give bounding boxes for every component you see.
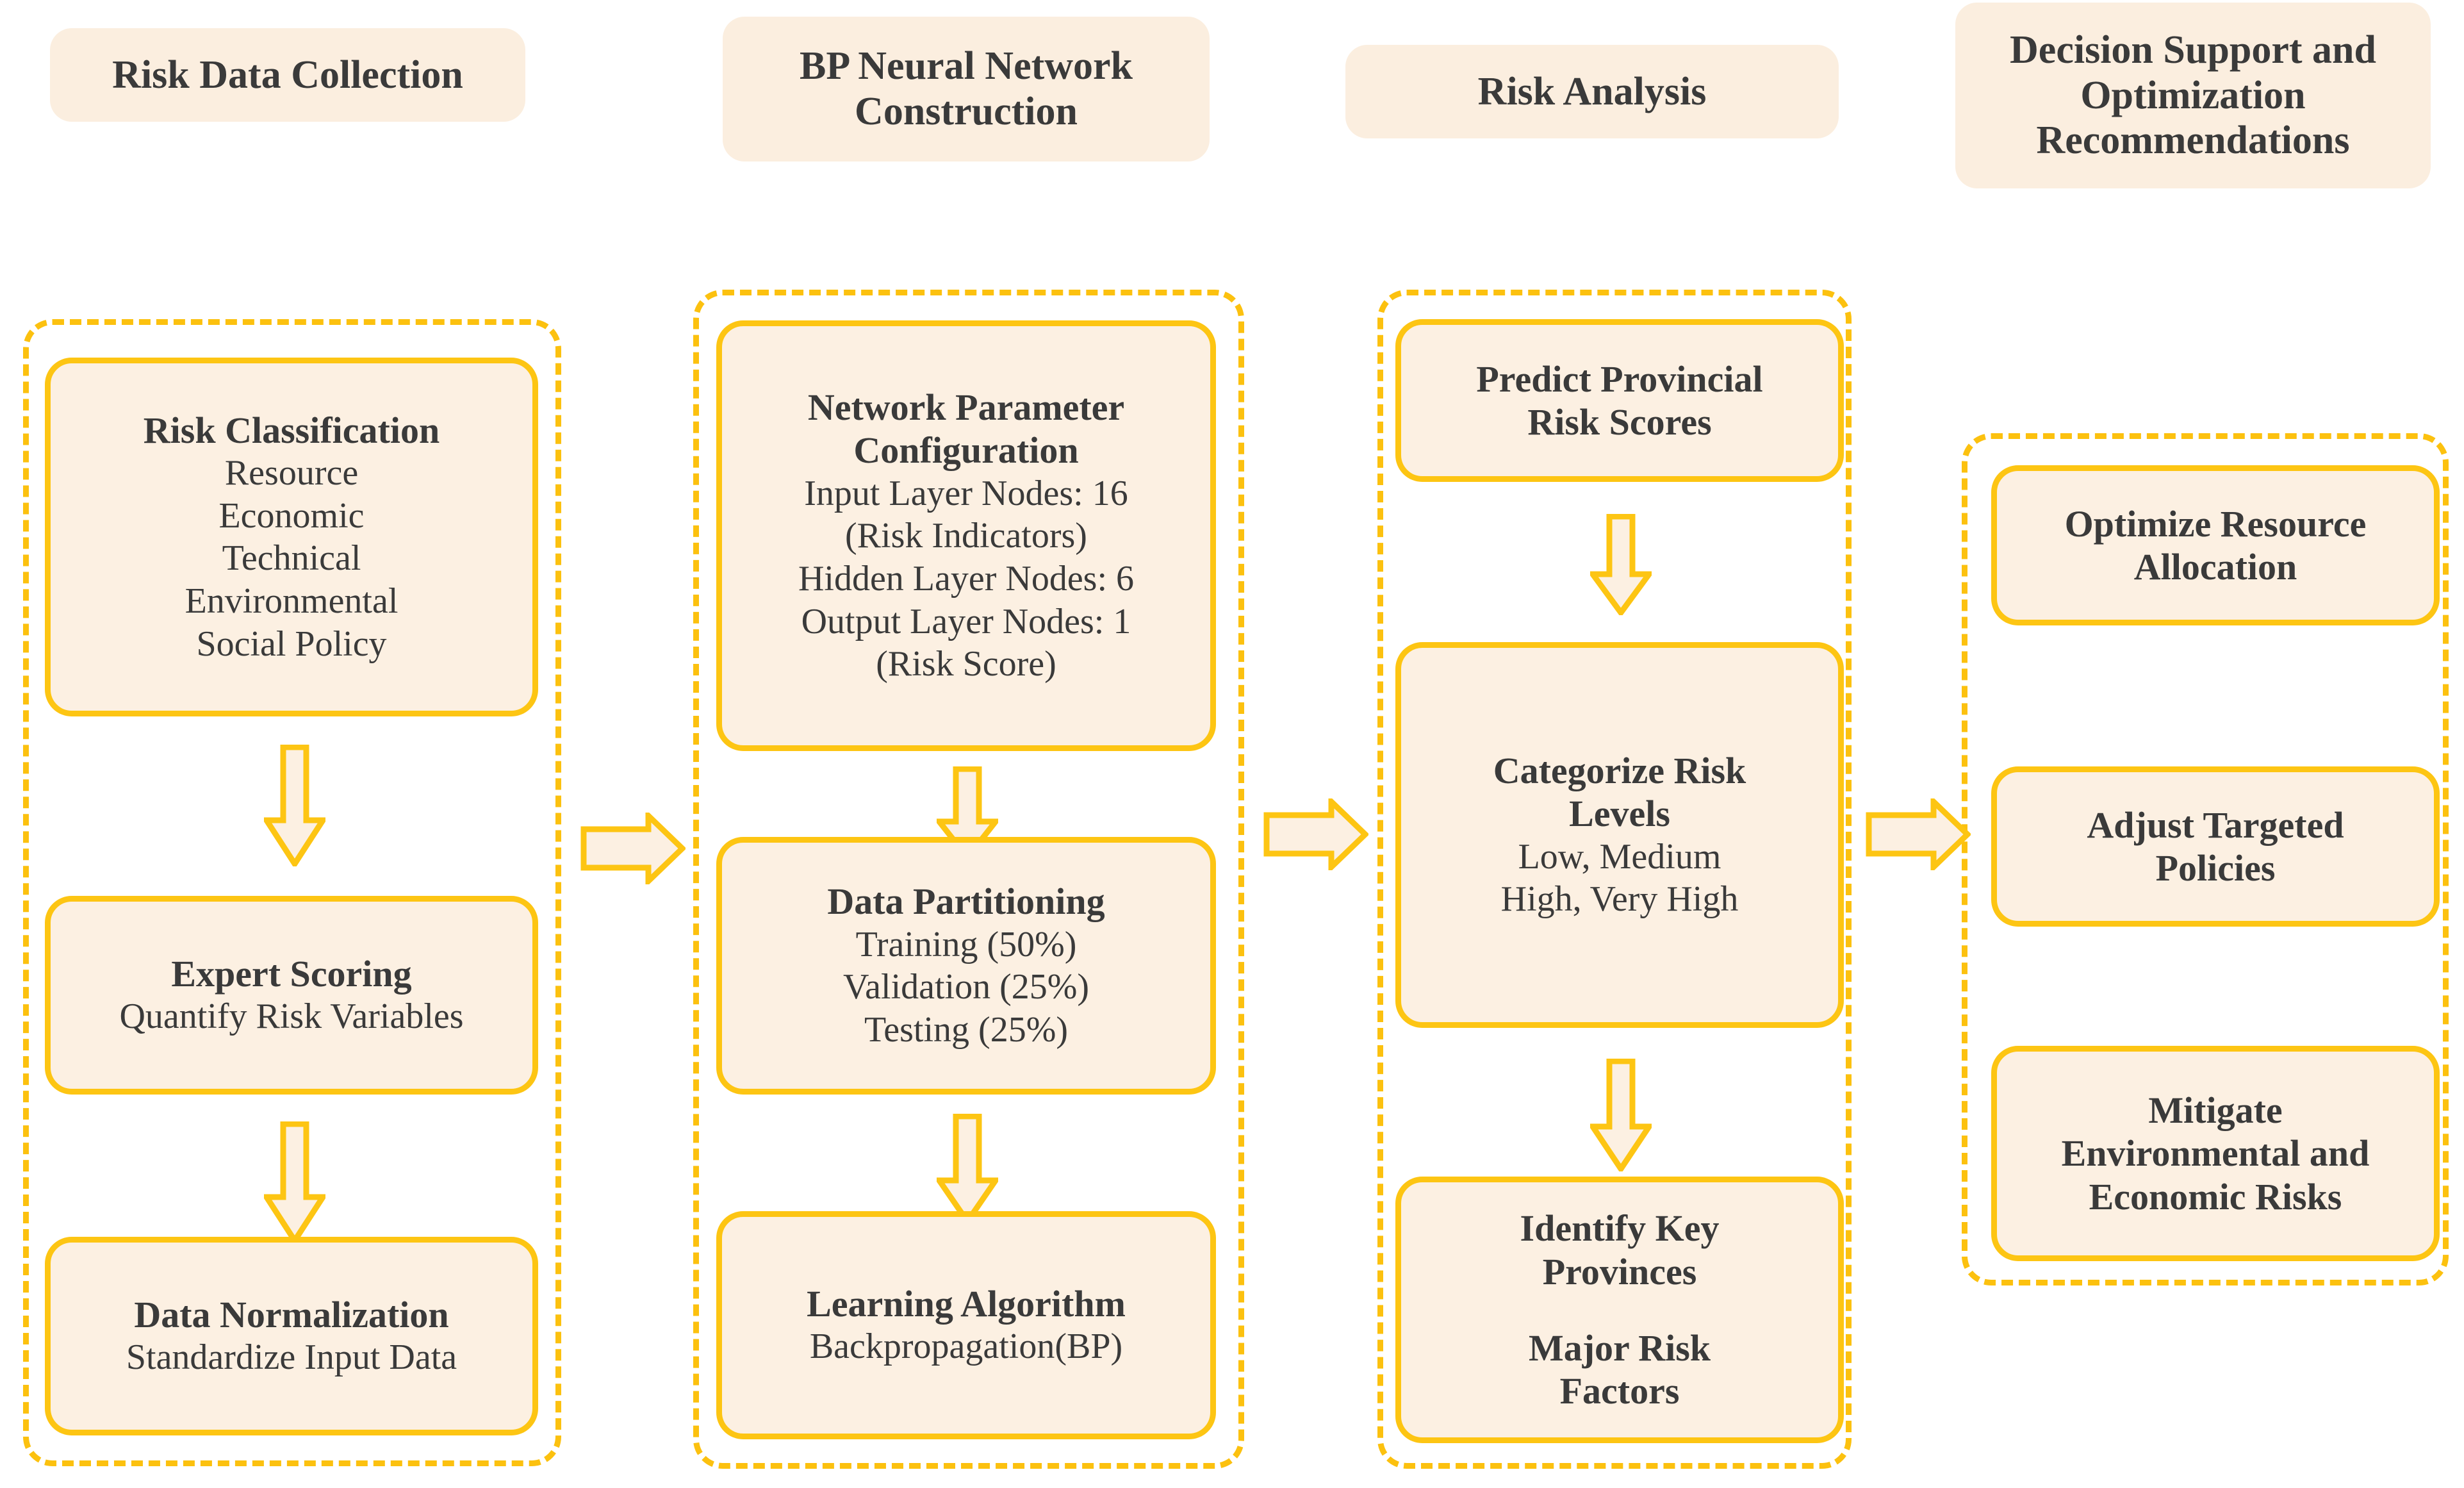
node-title: Network Parameter Configuration xyxy=(807,386,1125,472)
arrow-down-risk-classification-to-expert-scoring xyxy=(264,745,325,866)
arrow-down-categorize-levels-to-identify-key-provinces xyxy=(1590,1059,1652,1171)
node-optimize-resource-allocation[interactable]: Optimize Resource Allocation xyxy=(1991,465,2440,625)
node-subtitle: Training (50%) Validation (25%) Testing … xyxy=(842,924,1090,1050)
node-adjust-targeted-policies[interactable]: Adjust Targeted Policies xyxy=(1991,766,2440,927)
group-risk-data-collection xyxy=(23,319,561,1466)
node-learning-algorithm[interactable]: Learning Algorithm Backpropagation(BP) xyxy=(716,1211,1216,1439)
node-risk-classification[interactable]: Risk Classification Resource Economic Te… xyxy=(45,358,538,716)
arrow-down-expert-scoring-to-data-normalization xyxy=(264,1121,325,1243)
header-risk-data-collection: Risk Data Collection xyxy=(50,28,525,122)
node-subtitle: Standardize Input Data xyxy=(126,1337,457,1378)
node-data-normalization[interactable]: Data Normalization Standardize Input Dat… xyxy=(45,1237,538,1435)
arrow-down-predict-scores-to-categorize-levels xyxy=(1590,514,1652,615)
node-title: Risk Classification xyxy=(143,409,440,451)
arrow-right-construction-to-analysis xyxy=(1263,798,1368,870)
node-subtitle: Quantify Risk Variables xyxy=(119,996,464,1037)
node-title: Categorize Risk Levels xyxy=(1493,750,1746,835)
node-title: Expert Scoring xyxy=(171,953,412,995)
node-title: Predict Provincial Risk Scores xyxy=(1476,358,1763,443)
node-subtitle: Resource Economic Technical Environmenta… xyxy=(185,453,398,664)
arrow-right-collection-to-construction xyxy=(580,813,686,884)
node-categorize-risk-levels[interactable]: Categorize Risk Levels Low, Medium High,… xyxy=(1395,642,1844,1028)
header-label: BP Neural Network Construction xyxy=(799,44,1133,133)
node-data-partitioning[interactable]: Data Partitioning Training (50%) Validat… xyxy=(716,837,1216,1095)
node-title: Data Normalization xyxy=(134,1294,449,1336)
node-subtitle: Input Layer Nodes: 16 (Risk Indicators) … xyxy=(798,473,1135,684)
node-title: Optimize Resource Allocation xyxy=(2064,502,2367,588)
node-title: Adjust Targeted Policies xyxy=(2087,804,2344,889)
header-decision-support-and-optimization-recommendations: Decision Support and Optimization Recomm… xyxy=(1955,3,2431,188)
arrow-right-analysis-to-decision-support xyxy=(1866,798,1971,870)
group-decision-support xyxy=(1962,433,2449,1285)
header-label: Risk Analysis xyxy=(1477,69,1707,113)
node-title: Data Partitioning xyxy=(827,880,1105,923)
arrow-down-data-partitioning-to-learning-algorithm xyxy=(937,1114,998,1224)
header-label: Risk Data Collection xyxy=(112,53,463,97)
header-bp-neural-network-construction: BP Neural Network Construction xyxy=(723,17,1210,161)
node-subtitle: Backpropagation(BP) xyxy=(809,1327,1123,1367)
node-network-parameter-configuration[interactable]: Network Parameter Configuration Input La… xyxy=(716,320,1216,751)
node-title: Identify Key Provinces xyxy=(1520,1207,1720,1293)
node-subtitle: Low, Medium High, Very High xyxy=(1500,836,1739,920)
header-risk-analysis: Risk Analysis xyxy=(1345,45,1839,138)
header-label: Decision Support and Optimization Recomm… xyxy=(2010,28,2376,163)
group-risk-analysis xyxy=(1377,290,1852,1469)
node-expert-scoring[interactable]: Expert Scoring Quantify Risk Variables xyxy=(45,896,538,1095)
node-title-secondary: Major Risk Factors xyxy=(1528,1327,1711,1412)
node-title: Learning Algorithm xyxy=(807,1283,1126,1325)
node-identify-key-provinces-major-risk-factors[interactable]: Identify Key Provinces Major Risk Factor… xyxy=(1395,1177,1844,1443)
node-title: Mitigate Environmental and Economic Risk… xyxy=(2061,1089,2370,1218)
node-mitigate-environmental-and-economic-risks[interactable]: Mitigate Environmental and Economic Risk… xyxy=(1991,1046,2440,1261)
node-predict-provincial-risk-scores[interactable]: Predict Provincial Risk Scores xyxy=(1395,319,1844,482)
group-bp-neural-network-construction xyxy=(693,290,1244,1469)
